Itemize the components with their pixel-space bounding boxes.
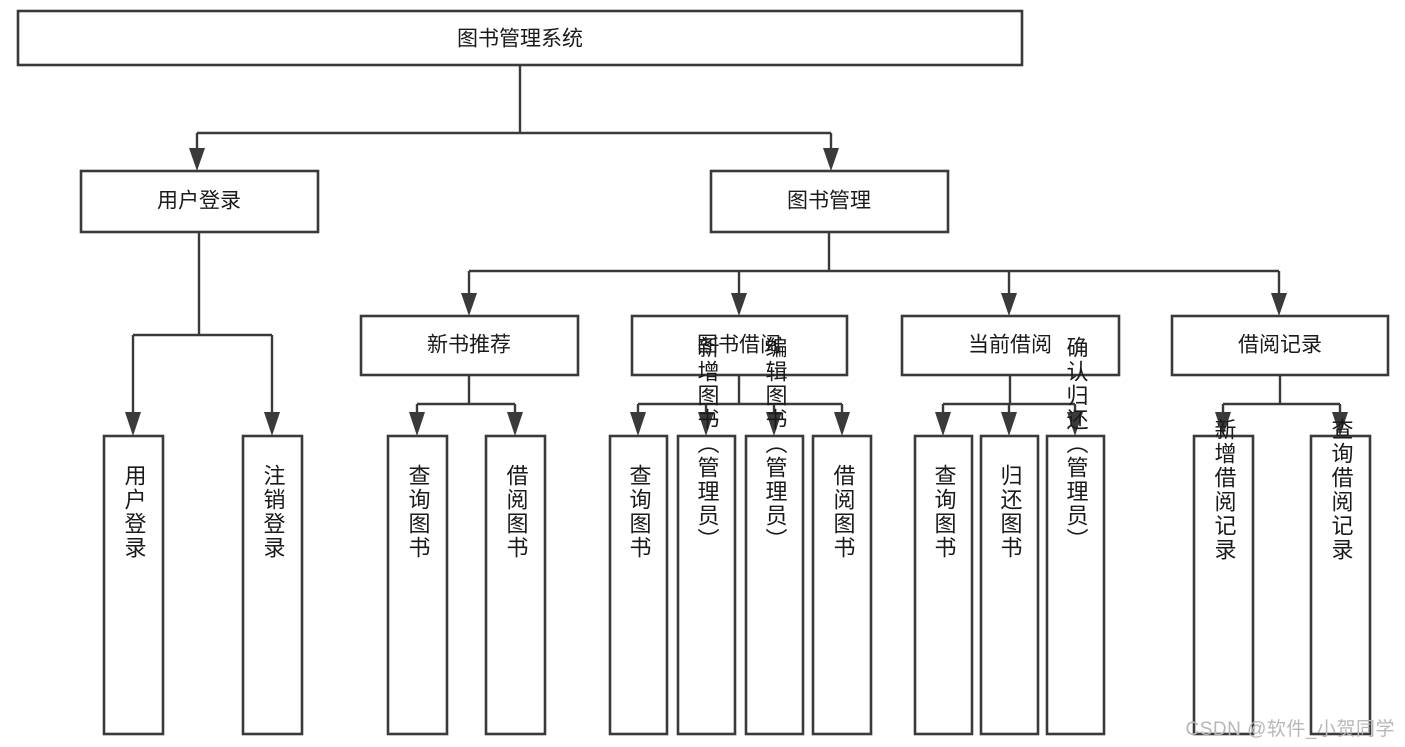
leaf-borrow-query-book[interactable]: 查询图书 — [608, 434, 669, 736]
leaf-current-return-book[interactable]: 归还图书 — [979, 434, 1040, 736]
leaf-newbook-query-book-label: 查询图书 — [406, 464, 431, 560]
leaf-current-confirm-return-label: 确认归还（管理员） — [1064, 336, 1089, 552]
leaf-newbook-query-book-box[interactable] — [386, 434, 449, 736]
leaf-borrow-query-book-box[interactable] — [608, 434, 669, 736]
leaf-record-query[interactable]: 查询借阅记录 — [1309, 418, 1372, 736]
arrowhead-current-borrow — [1001, 293, 1017, 316]
arrowhead-book-mgmt — [823, 148, 839, 171]
arrowhead-bookborrow-leaf4 — [834, 412, 850, 436]
leaf-current-confirm-return-box[interactable] — [1045, 434, 1106, 736]
arrowhead-leaf-user-login — [125, 412, 141, 436]
leaf-borrow-edit-book[interactable]: 编辑图书（管理员） — [744, 336, 805, 736]
node-book-management[interactable]: 图书管理 — [709, 169, 950, 234]
arrowhead-currentborrow-leaf2 — [1001, 412, 1017, 436]
leaf-user-login-label: 用户登录 — [122, 464, 147, 560]
node-user-login[interactable]: 用户登录 — [79, 169, 320, 234]
arrowhead-new-book — [461, 293, 477, 316]
node-root-label: 图书管理系统 — [457, 28, 583, 51]
node-book-borrow[interactable]: 图书借阅 — [630, 314, 849, 377]
leaf-current-query-book-label: 查询图书 — [932, 464, 957, 560]
node-book-borrow-box[interactable] — [630, 314, 849, 377]
leaf-record-add-box[interactable] — [1192, 434, 1255, 736]
node-borrow-record-box[interactable] — [1170, 314, 1390, 377]
leaf-record-query-box[interactable] — [1309, 434, 1372, 736]
leaf-newbook-query-book[interactable]: 查询图书 — [386, 434, 449, 736]
node-root-box[interactable] — [16, 9, 1024, 67]
leaf-current-confirm-return[interactable]: 确认归还（管理员） — [1045, 336, 1106, 736]
leaf-newbook-borrow-book-label: 借阅图书 — [504, 464, 529, 560]
arrowhead-leaf-logout — [264, 412, 280, 436]
leaf-logout-box[interactable] — [241, 434, 304, 736]
csdn-watermark: CSDN @软件_小贺同学 — [1185, 719, 1395, 740]
node-book-borrow-label: 图书借阅 — [697, 334, 781, 357]
node-root-system[interactable]: 图书管理系统 — [16, 9, 1024, 67]
leaf-borrow-edit-book-label: 编辑图书（管理员） — [763, 336, 788, 552]
leaf-borrow-borrow-book[interactable]: 借阅图书 — [811, 434, 873, 736]
connector-layer — [125, 65, 1348, 436]
arrowhead-borrow-record — [1271, 293, 1287, 316]
leaf-borrow-add-book[interactable]: 新增图书（管理员） — [676, 336, 737, 736]
leaf-record-add-label: 新增借阅记录 — [1212, 418, 1237, 562]
arrowhead-borrowrecord-leaf2 — [1332, 412, 1348, 436]
arrowhead-bookborrow-leaf2 — [698, 412, 714, 436]
node-current-borrow-label: 当前借阅 — [968, 334, 1052, 357]
leaf-borrow-edit-book-box[interactable] — [744, 434, 805, 736]
node-new-book-recommend-box[interactable] — [359, 314, 580, 377]
node-book-management-box[interactable] — [709, 169, 950, 234]
node-user-login-label: 用户登录 — [157, 190, 241, 213]
node-borrow-record-label: 借阅记录 — [1238, 334, 1322, 357]
arrowhead-user-login — [189, 148, 205, 171]
leaf-borrow-borrow-book-label: 借阅图书 — [831, 464, 856, 560]
node-current-borrow-box[interactable] — [900, 314, 1121, 377]
leaf-current-query-book[interactable]: 查询图书 — [913, 434, 974, 736]
arrowhead-book-borrow — [731, 293, 747, 316]
leaf-record-add[interactable]: 新增借阅记录 — [1192, 418, 1255, 736]
leaf-user-login[interactable]: 用户登录 — [102, 434, 165, 736]
leaf-borrow-borrow-book-box[interactable] — [811, 434, 873, 736]
leaf-newbook-borrow-book-box[interactable] — [484, 434, 547, 736]
leaf-borrow-add-book-label: 新增图书（管理员） — [695, 336, 720, 552]
node-user-login-box[interactable] — [79, 169, 320, 234]
leaf-borrow-add-book-box[interactable] — [676, 434, 737, 736]
arrowhead-currentborrow-leaf3 — [1067, 412, 1083, 436]
leaf-record-query-label: 查询借阅记录 — [1329, 418, 1354, 562]
arrowhead-newbook-leaf1 — [409, 412, 425, 436]
leaf-newbook-borrow-book[interactable]: 借阅图书 — [484, 434, 547, 736]
leaf-logout[interactable]: 注销登录 — [241, 434, 304, 736]
node-new-book-recommend[interactable]: 新书推荐 — [359, 314, 580, 377]
leaf-current-return-book-box[interactable] — [979, 434, 1040, 736]
node-borrow-record[interactable]: 借阅记录 — [1170, 314, 1390, 377]
arrowhead-currentborrow-leaf1 — [935, 412, 951, 436]
leaf-user-login-box[interactable] — [102, 434, 165, 736]
leaf-borrow-query-book-label: 查询图书 — [627, 464, 652, 560]
node-new-book-recommend-label: 新书推荐 — [427, 334, 511, 357]
leaf-current-query-book-box[interactable] — [913, 434, 974, 736]
arrowhead-newbook-leaf2 — [507, 412, 523, 436]
arrowhead-borrowrecord-leaf1 — [1215, 412, 1231, 436]
node-current-borrow[interactable]: 当前借阅 — [900, 314, 1121, 377]
leaf-logout-label: 注销登录 — [261, 464, 286, 560]
arrowhead-bookborrow-leaf1 — [630, 412, 646, 436]
leaf-current-return-book-label: 归还图书 — [998, 464, 1023, 560]
arrowhead-bookborrow-leaf3 — [766, 412, 782, 436]
node-book-management-label: 图书管理 — [787, 190, 871, 213]
